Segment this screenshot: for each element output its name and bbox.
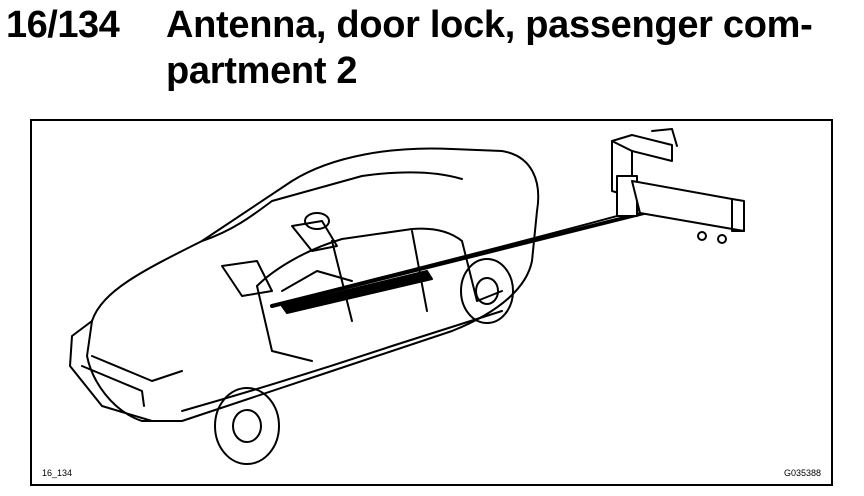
car-antenna-illustration [69,128,745,465]
car-rear [69,320,183,422]
figure-label-left: 16_134 [42,468,73,478]
title-line-2: partment 2 [166,50,358,92]
title-line-1: Antenna, door lock, passenger com- [166,4,813,46]
steering-wheel [304,212,330,230]
illustration-frame: 16_134 G035388 [30,119,833,486]
rear-wheel [214,387,280,465]
section-number: 16/134 [6,4,120,46]
figure-label-right: G035388 [783,468,821,478]
section-title: Antenna, door lock, passenger com- partm… [166,2,856,94]
front-wheel [460,258,514,324]
antenna-unit [611,128,745,244]
car-roof [201,171,463,242]
